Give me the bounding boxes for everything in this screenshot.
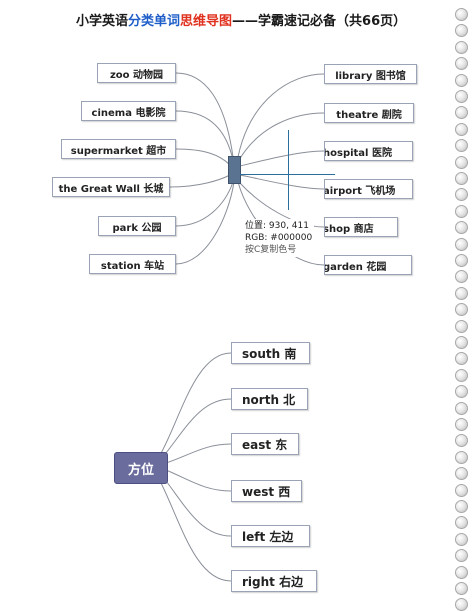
notebook-spiral-binding: [452, 8, 474, 611]
spiral-ring: [455, 40, 468, 54]
link-north: [161, 398, 232, 459]
spiral-ring: [455, 155, 468, 169]
spiral-ring: [455, 336, 468, 349]
spiral-ring: [455, 188, 468, 202]
node-left[interactable]: left 左边: [231, 525, 310, 547]
spiral-ring: [455, 303, 468, 317]
link-airport: [239, 174, 325, 190]
title-part-4: ——学霸速记必备（共66页）: [232, 14, 407, 29]
spiral-ring: [455, 467, 468, 481]
link-library: [237, 73, 325, 158]
spiral-ring: [455, 549, 468, 563]
link-supermarket: [175, 148, 231, 166]
node-right[interactable]: right 右边: [231, 570, 317, 592]
spiral-ring: [455, 90, 468, 103]
node-theatre[interactable]: theatre 剧院: [324, 103, 414, 123]
node-garden[interactable]: garden 花园: [324, 255, 412, 275]
node-hospital[interactable]: hospital 医院: [324, 141, 413, 161]
link-shop: [238, 181, 325, 228]
spiral-ring: [455, 73, 468, 87]
link-station: [175, 181, 235, 265]
spiral-ring: [455, 106, 468, 120]
tooltip-hint: 按C复制色号: [245, 245, 297, 255]
node-shop[interactable]: shop 商店: [324, 217, 398, 237]
spiral-ring: [455, 418, 468, 431]
link-east: [165, 443, 232, 464]
link-cinema: [175, 110, 234, 161]
tooltip-position: 位置: 930, 411: [245, 221, 309, 231]
node-north[interactable]: north 北: [231, 388, 308, 410]
link-west: [165, 469, 232, 492]
node-south[interactable]: south 南: [231, 342, 310, 364]
node-garden-label: garden 花园: [324, 261, 387, 273]
node-hospital-label: hospital 医院: [324, 147, 392, 159]
spiral-ring: [455, 352, 468, 366]
node-cinema[interactable]: cinema 电影院: [81, 101, 176, 121]
spiral-ring: [455, 582, 468, 595]
title-part-3: 思维导图: [180, 14, 233, 29]
spiral-ring: [455, 450, 468, 464]
spiral-ring: [455, 516, 468, 530]
spiral-ring: [455, 237, 468, 251]
spiral-ring: [455, 122, 468, 136]
title-part-1: 小学英语: [76, 14, 129, 29]
node-east[interactable]: east 东: [231, 433, 299, 455]
color-picker-tooltip: 位置: 930, 411 RGB: #000000 按C复制色号: [243, 219, 315, 257]
spiral-ring: [455, 598, 468, 611]
link-greatwall: [169, 174, 231, 188]
tooltip-rgb: RGB: #000000: [245, 233, 313, 243]
node-great-wall[interactable]: the Great Wall 长城: [52, 177, 170, 197]
spiral-ring: [455, 401, 468, 415]
spiral-ring: [455, 532, 468, 546]
node-park[interactable]: park 公园: [98, 216, 176, 236]
node-zoo[interactable]: zoo 动物园: [97, 63, 176, 83]
spiral-ring: [455, 434, 468, 448]
link-right: [159, 480, 232, 582]
node-shop-label: shop 商店: [324, 223, 374, 235]
central-topic-direction[interactable]: 方位: [114, 452, 168, 484]
spiral-ring: [455, 270, 468, 284]
link-theatre: [238, 112, 325, 161]
spiral-ring: [455, 368, 468, 382]
spiral-ring: [455, 319, 468, 333]
link-zoo: [175, 72, 234, 158]
spiral-ring: [455, 385, 468, 399]
node-airport-label: airport 飞机场: [324, 185, 396, 197]
spiral-ring: [455, 204, 468, 218]
crosshair-horizontal: [240, 174, 335, 175]
crosshair-vertical: [288, 130, 289, 210]
link-hospital: [239, 150, 325, 167]
spiral-ring: [455, 8, 468, 21]
spiral-ring: [455, 172, 468, 185]
spiral-ring: [455, 565, 468, 579]
link-left: [162, 476, 232, 537]
link-park: [175, 181, 234, 227]
node-station[interactable]: station 车站: [89, 254, 176, 274]
node-library[interactable]: library 图书馆: [324, 64, 417, 84]
spiral-ring: [455, 286, 468, 300]
page-title: 小学英语分类单词思维导图——学霸速记必备（共66页）: [76, 10, 406, 29]
node-airport[interactable]: airport 飞机场: [324, 179, 413, 199]
spiral-ring: [455, 483, 468, 497]
node-supermarket[interactable]: supermarket 超市: [61, 139, 176, 159]
spiral-ring: [455, 221, 468, 235]
node-west[interactable]: west 西: [231, 480, 302, 502]
spiral-ring: [455, 254, 468, 267]
central-topic-node[interactable]: [228, 156, 241, 184]
spiral-ring: [455, 139, 468, 153]
title-part-2: 分类单词: [128, 14, 181, 29]
link-south: [159, 352, 232, 456]
spiral-ring: [455, 57, 468, 71]
spiral-ring: [455, 24, 468, 38]
spiral-ring: [455, 500, 468, 513]
